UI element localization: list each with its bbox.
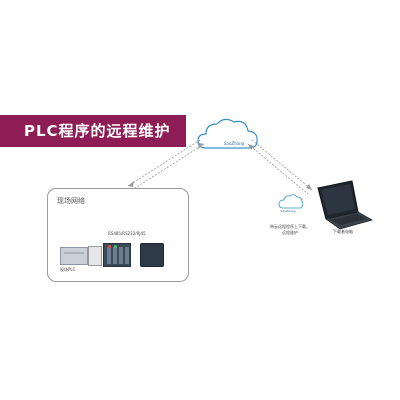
laptop-icon [317, 180, 374, 230]
cloud-icon [197, 118, 258, 149]
plc-caption: 现场PLC [60, 267, 76, 272]
laptop-caption: 下载者电脑 [333, 229, 353, 234]
link-cloud-laptop [247, 139, 313, 195]
plc-rack-icon [103, 243, 131, 267]
cloud-label: SanZhang [223, 141, 245, 146]
remote-service-caption: 带云远程程序上下载，远程维护 [270, 224, 310, 235]
port-label: RS485/RS232/RJ45 [108, 231, 146, 236]
plc-io-module-icon [88, 246, 102, 266]
small-cloud-icon [278, 194, 304, 209]
title-banner: PLC程序的远程维护 [0, 115, 186, 147]
plc-module-icon [60, 247, 88, 265]
small-cloud-label: SanZhang [280, 209, 296, 213]
gateway-box-icon [140, 243, 164, 267]
site-network-title: 现场网络 [57, 197, 85, 205]
link-cloud-site [127, 139, 205, 191]
